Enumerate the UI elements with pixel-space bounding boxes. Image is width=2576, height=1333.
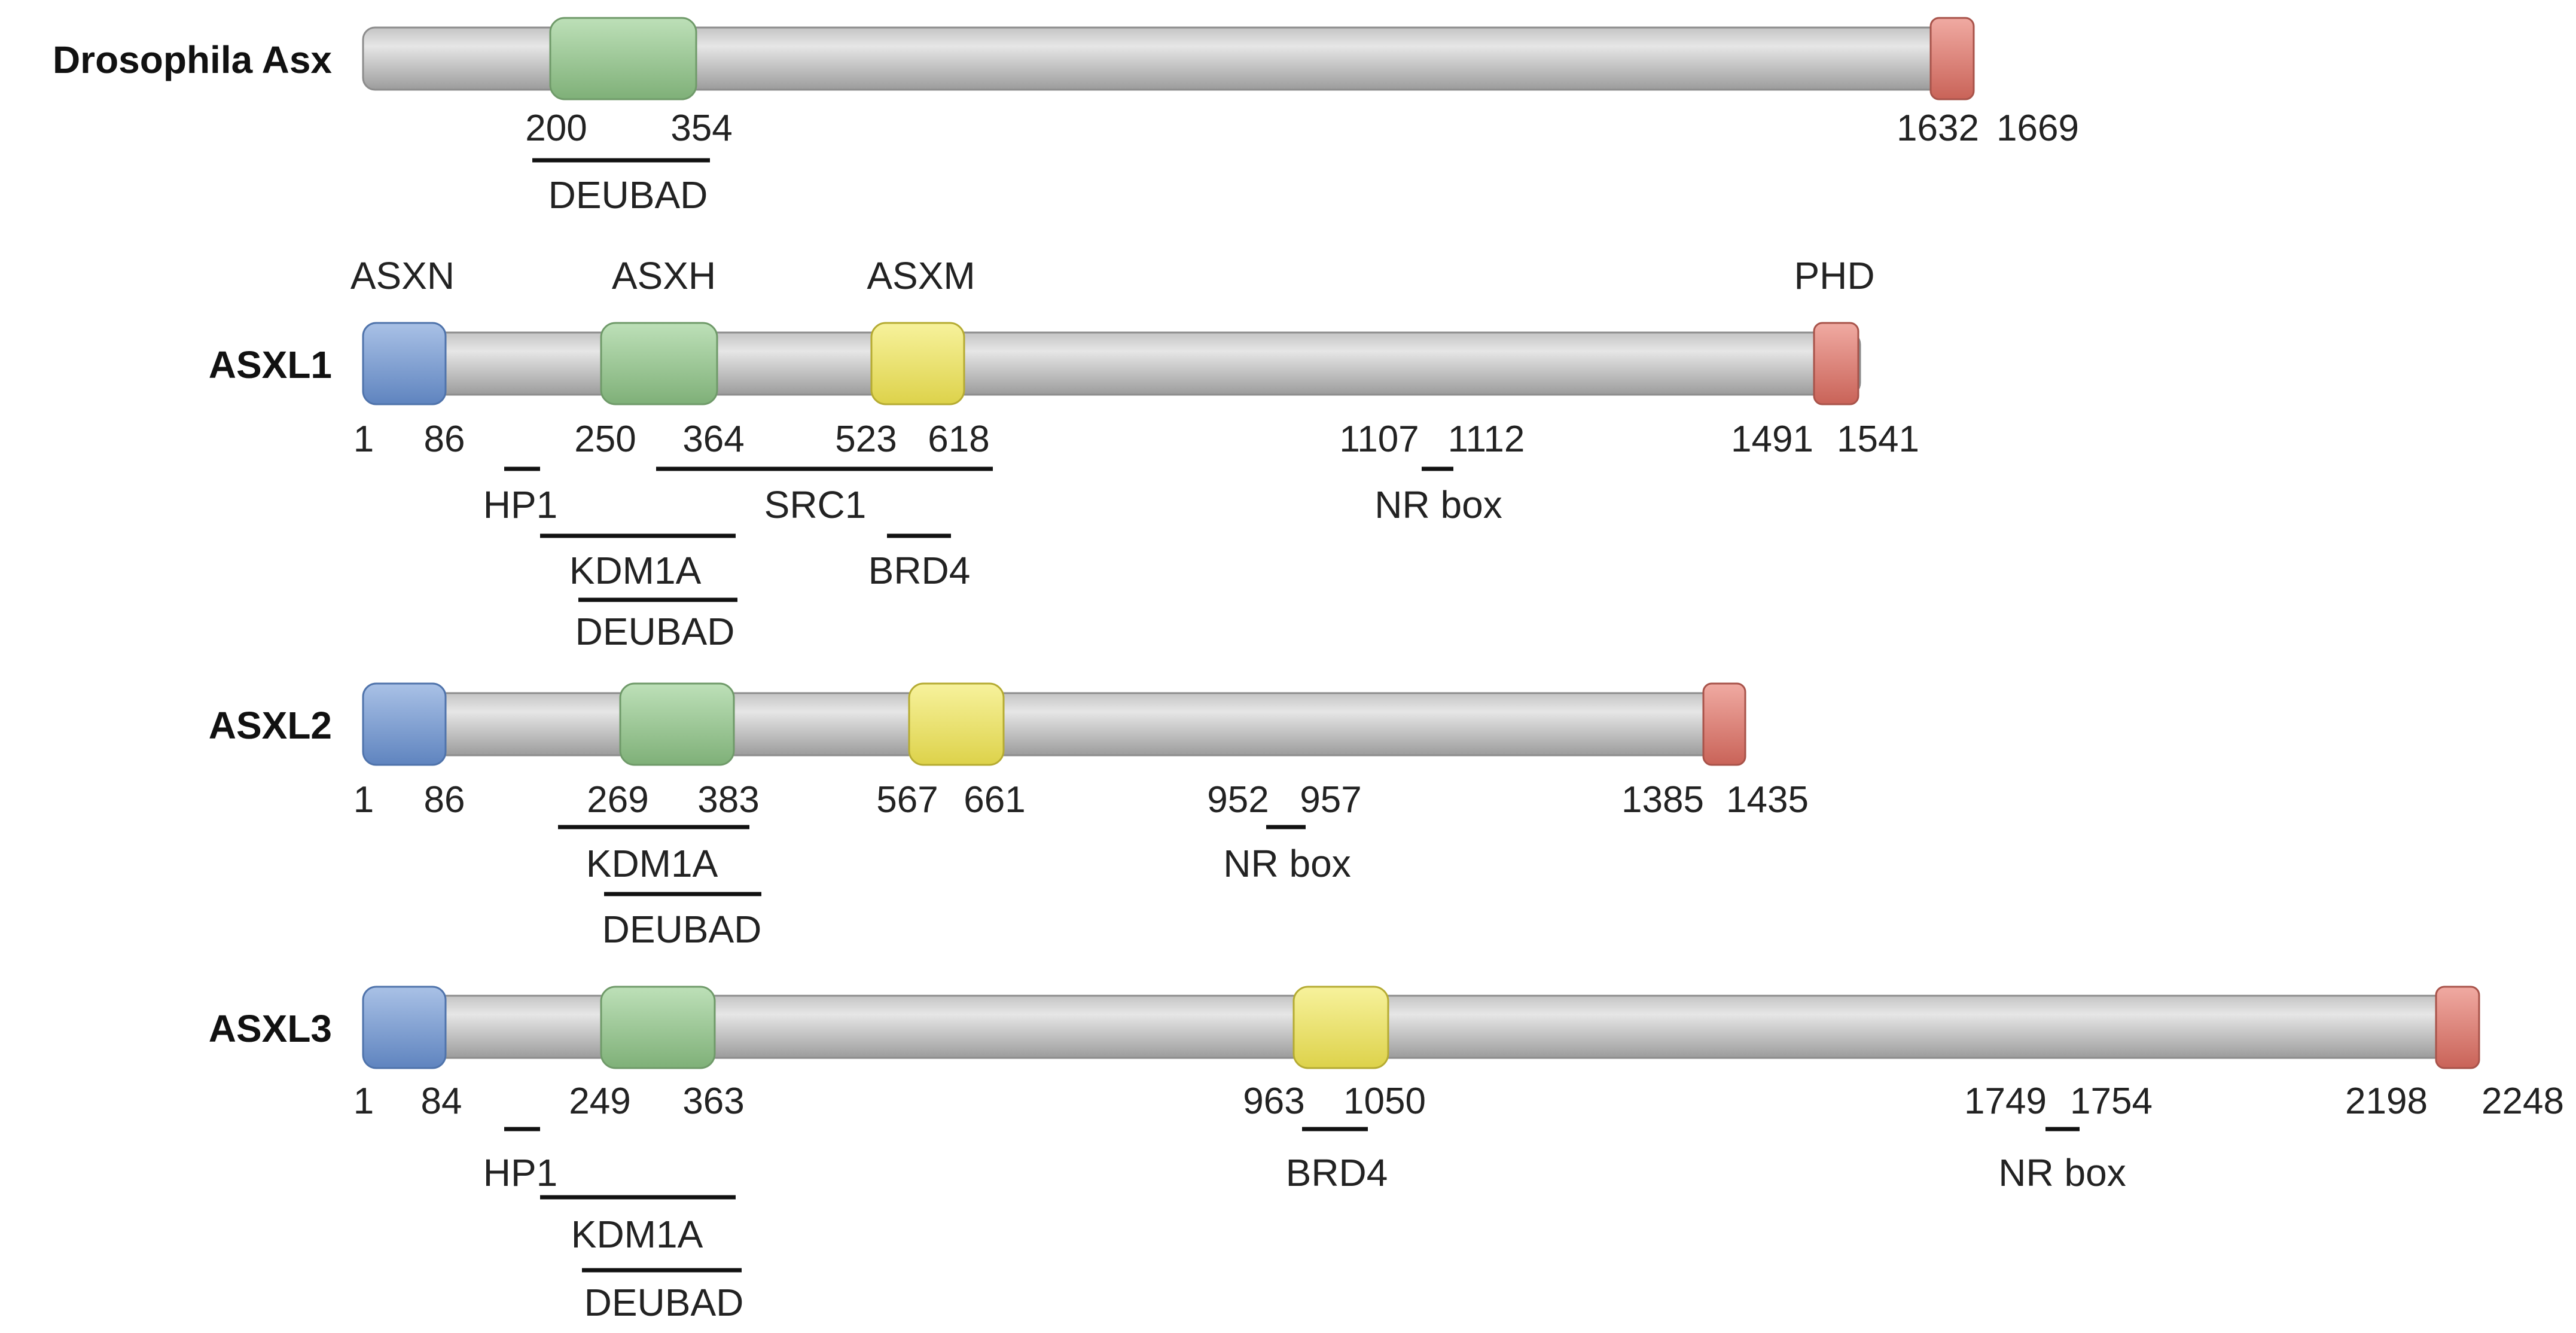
position-label: 957 [1300, 779, 1361, 820]
annotation-label: BRD4 [1286, 1151, 1388, 1194]
position-label: 1749 [1964, 1081, 2047, 1122]
annotation-label: DEUBAD [584, 1281, 744, 1324]
protein-name: Drosophila Asx [53, 38, 332, 81]
protein-name: ASXL1 [209, 343, 332, 386]
position-label: 1669 [1996, 108, 2079, 149]
position-label: 250 [574, 419, 636, 460]
backbone-bar [362, 331, 1861, 396]
annotation-label: NR box [1998, 1151, 2126, 1194]
asxm-domain [870, 322, 965, 405]
annotation-label: DEUBAD [575, 610, 735, 653]
position-label: 86 [424, 779, 465, 820]
annotation-label: DEUBAD [548, 173, 708, 216]
annotation-label: KDM1A [569, 549, 702, 592]
asxm-domain [1292, 986, 1389, 1069]
asxn-domain [362, 322, 447, 405]
protein-name: ASXL2 [209, 704, 332, 747]
position-label: 661 [964, 779, 1025, 820]
annotation-label: BRD4 [868, 549, 971, 592]
protein-drosophila-asx: Drosophila Asx 200 354 1632 1669 DEUBAD [53, 17, 2079, 216]
annotation-label: DEUBAD [602, 908, 762, 951]
position-label: 84 [421, 1081, 462, 1122]
phd-domain [2435, 986, 2480, 1069]
position-label: 618 [928, 419, 989, 460]
asxh-domain [600, 986, 716, 1069]
position-label: 1541 [1837, 419, 1919, 460]
domain-title-asxn: ASXN [350, 254, 455, 297]
annotation-label: KDM1A [586, 842, 718, 885]
asxn-domain [362, 986, 447, 1069]
protein-asxl2: ASXL2 1 86 269 383 567 661 952 957 1385 … [209, 682, 1809, 951]
position-label: 354 [670, 108, 732, 149]
position-label: 269 [587, 779, 648, 820]
asxh-domain [549, 17, 697, 100]
position-label: 1 [353, 1081, 374, 1122]
position-label: 249 [569, 1081, 630, 1122]
position-label: 963 [1243, 1081, 1304, 1122]
position-label: 1491 [1731, 419, 1813, 460]
position-label: 1632 [1897, 108, 1979, 149]
position-label: 567 [876, 779, 938, 820]
asxh-domain [600, 322, 718, 405]
annotation-label: NR box [1223, 842, 1351, 885]
position-label: 1435 [1726, 779, 1809, 820]
asxm-domain [908, 682, 1005, 766]
position-label: 364 [682, 419, 744, 460]
position-label: 952 [1207, 779, 1269, 820]
position-label: 1112 [1448, 419, 1525, 460]
position-label: 2198 [2345, 1081, 2428, 1122]
position-label: 523 [835, 419, 897, 460]
position-label: 1050 [1343, 1081, 1426, 1122]
domain-title-asxm: ASXM [867, 254, 975, 297]
asxh-domain [619, 682, 735, 766]
domain-title-phd: PHD [1794, 254, 1874, 297]
position-label: 1385 [1621, 779, 1704, 820]
position-label: 363 [682, 1081, 744, 1122]
backbone-bar [362, 692, 1745, 757]
annotation-label: NR box [1374, 483, 1502, 526]
position-label: 86 [424, 419, 465, 460]
phd-domain [1813, 322, 1859, 405]
annotation-label: SRC1 [764, 483, 867, 526]
position-label: 200 [525, 108, 587, 149]
position-label: 1754 [2070, 1081, 2153, 1122]
position-label: 1107 [1339, 419, 1419, 460]
phd-domain [1702, 682, 1746, 766]
position-label: 1 [353, 419, 374, 460]
protein-asxl1: ASXN ASXH ASXM PHD ASXL1 1 86 250 364 52… [209, 254, 1919, 653]
protein-name: ASXL3 [209, 1007, 332, 1050]
position-label: 1 [353, 779, 374, 820]
position-label: 2248 [2482, 1081, 2564, 1122]
phd-domain [1929, 17, 1975, 100]
asxn-domain [362, 682, 447, 766]
annotation-label: KDM1A [571, 1213, 703, 1256]
position-label: 383 [697, 779, 759, 820]
annotation-label: HP1 [483, 1151, 558, 1194]
protein-asxl3: ASXL3 1 84 249 363 963 1050 1749 1754 21… [209, 986, 2564, 1324]
annotation-label: HP1 [483, 483, 558, 526]
domain-title-asxh: ASXH [612, 254, 716, 297]
